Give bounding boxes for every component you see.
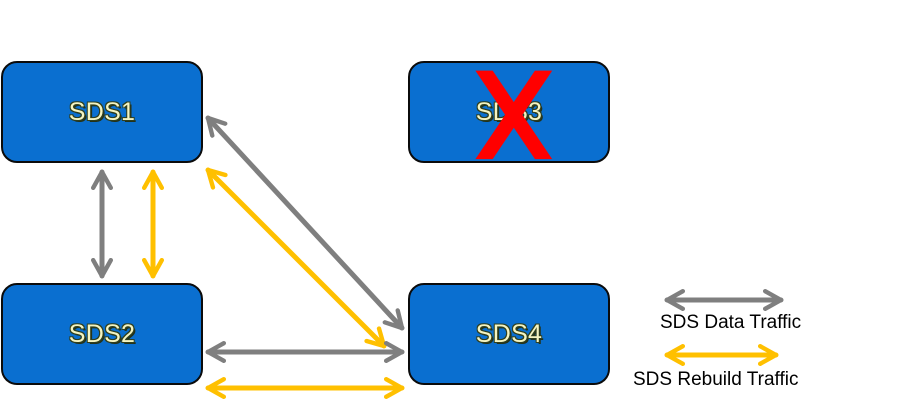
node-sds4: SDS4: [408, 283, 610, 385]
arrow-sds1-sds4-rebuild: [205, 167, 387, 349]
node-sds1-label: SDS1: [68, 97, 136, 126]
node-sds2: SDS2: [1, 283, 203, 385]
node-sds3-label: SDS3: [475, 97, 543, 126]
node-sds3: SDS3: [408, 61, 610, 163]
legend-rebuild-traffic-label: SDS Rebuild Traffic: [633, 369, 799, 390]
node-sds4-label: SDS4: [475, 319, 543, 348]
node-sds2-label: SDS2: [68, 319, 136, 348]
legend-data-traffic-label: SDS Data Traffic: [660, 312, 802, 333]
node-sds1: SDS1: [1, 61, 203, 163]
arrow-sds1-sds4-data: [205, 115, 405, 331]
